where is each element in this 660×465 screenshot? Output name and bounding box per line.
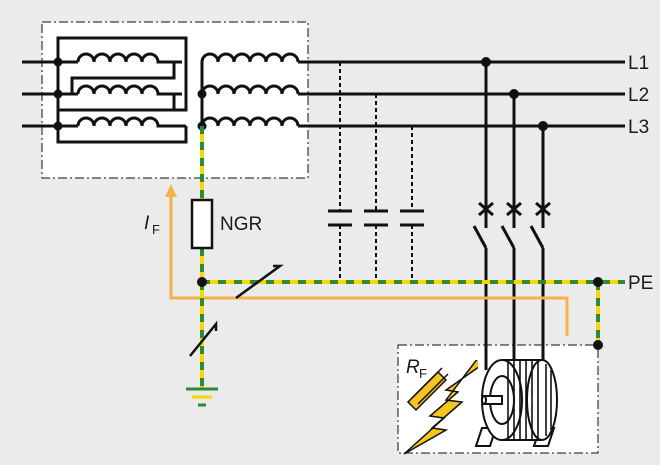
label-l3: L3 <box>628 117 649 138</box>
primary-junctions <box>53 57 63 131</box>
motor-icon <box>474 359 558 447</box>
label-fault-current: I <box>144 213 150 234</box>
phase-lines <box>298 60 625 128</box>
ground-icon <box>186 387 218 407</box>
fault-current-arrowhead <box>165 184 177 197</box>
label-ngr: NGR <box>220 214 262 235</box>
monitoring-marks <box>189 264 284 357</box>
label-l1: L1 <box>628 53 649 74</box>
transformer-secondary <box>200 52 300 127</box>
earth-junctions <box>197 277 603 350</box>
transformer-primary <box>22 36 188 144</box>
ngr-resistor <box>190 198 214 250</box>
label-pe: PE <box>628 273 653 294</box>
fault-current-path <box>169 196 569 336</box>
leakage-capacitances <box>328 62 424 281</box>
label-l2: L2 <box>628 85 649 106</box>
motor-feeders <box>472 62 551 370</box>
earth-conductors <box>200 126 625 388</box>
label-fault-current-sub: F <box>152 222 160 237</box>
label-fault-resistance-sub: F <box>419 366 427 381</box>
label-fault-resistance: R <box>406 357 420 378</box>
lightning-icon <box>403 360 478 455</box>
